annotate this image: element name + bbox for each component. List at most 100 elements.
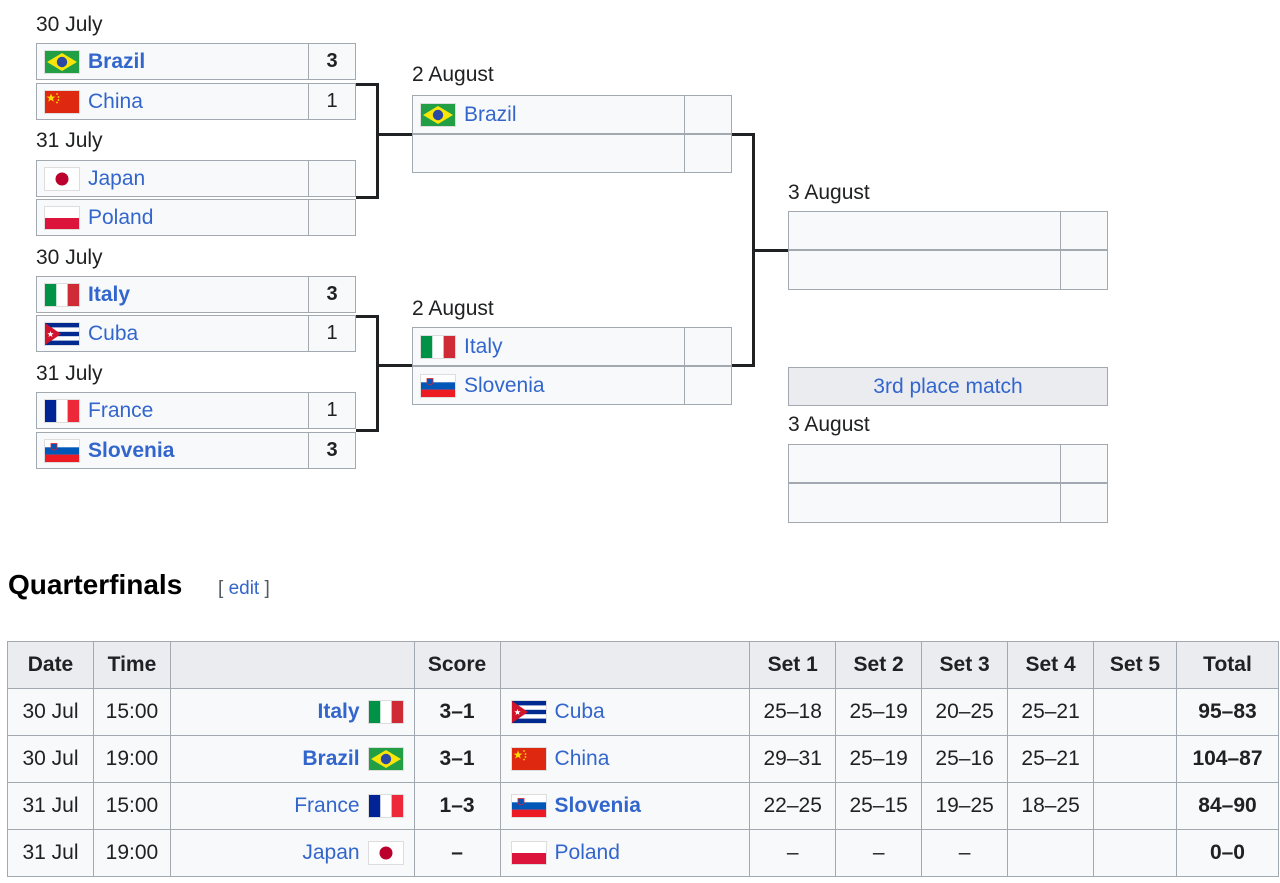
team-cell: Cuba (37, 316, 309, 351)
team-score (309, 161, 355, 196)
results-table: Date Time Score Set 1 Set 2 Set 3 Set 4 … (7, 641, 1280, 877)
team-link[interactable]: Brazil (88, 49, 146, 73)
japan-flag-icon (44, 166, 80, 191)
bracket-row: Cuba 1 (36, 315, 356, 352)
slovenia-flag-icon (44, 438, 80, 463)
team-score: 1 (326, 322, 338, 344)
away-team-link[interactable]: China (554, 747, 610, 770)
match-date-cell: 30 Jul (7, 735, 94, 783)
set-score-cell: 25–19 (835, 735, 923, 783)
bracket-row (788, 483, 1108, 523)
team-score: 3 (326, 50, 338, 72)
team-link[interactable]: Cuba (88, 321, 139, 345)
team-score (685, 328, 731, 365)
team-link[interactable]: Poland (88, 205, 154, 229)
column-header: Total (1175, 641, 1280, 689)
team-cell: Brazil (413, 96, 685, 133)
bracket-row (788, 211, 1108, 250)
team-cell: Italy (37, 277, 309, 312)
match-date-cell: 30 Jul (7, 688, 94, 736)
edit-link[interactable]: edit (228, 578, 260, 599)
cuba-flag-icon (44, 321, 80, 346)
set-score-cell (1007, 829, 1095, 877)
away-team-cell: Slovenia (499, 782, 751, 830)
set-score-cell: – (749, 829, 837, 877)
match-date-cell: 31 Jul (7, 782, 94, 830)
home-team-cell: France (169, 782, 415, 830)
set-score-cell (1093, 829, 1177, 877)
bracket-row (788, 250, 1108, 290)
total-cell: 84–90 (1175, 782, 1280, 830)
bracket-row: Japan (36, 160, 356, 197)
bracket-connector (356, 196, 378, 199)
home-team-link[interactable]: France (294, 794, 360, 817)
brazil-flag-icon (44, 49, 80, 74)
brazil-flag-icon (420, 102, 456, 127)
home-team-link[interactable]: Italy (317, 700, 360, 723)
set-score-cell: 25–16 (921, 735, 1009, 783)
china-flag-icon (510, 747, 547, 771)
team-score (685, 135, 731, 172)
team-cell (789, 445, 1061, 482)
score-cell: 3–1 (413, 688, 501, 736)
set-score-cell: 19–25 (921, 782, 1009, 830)
set-score-cell (1093, 782, 1177, 830)
edit-bracket-open: [ (218, 578, 224, 599)
match-time-cell: 19:00 (92, 735, 171, 783)
bracket-row: Slovenia 3 (36, 432, 356, 469)
set-score-cell: 25–19 (835, 688, 923, 736)
team-link[interactable]: Japan (88, 166, 146, 190)
set-score-cell: 25–15 (835, 782, 923, 830)
bracket-row: Poland (36, 199, 356, 236)
away-team-link[interactable]: Poland (554, 841, 620, 864)
set-score-cell (1093, 735, 1177, 783)
team-cell (789, 251, 1061, 289)
team-link[interactable]: Italy (464, 334, 503, 358)
team-link[interactable]: Slovenia (464, 373, 545, 397)
edit-bracket-close: ] (264, 578, 270, 599)
italy-flag-icon (420, 334, 456, 359)
team-cell: Italy (413, 328, 685, 365)
team-score: 3 (326, 439, 338, 461)
away-team-link[interactable]: Cuba (554, 700, 605, 723)
bracket-connector (376, 364, 412, 367)
poland-flag-icon (510, 841, 547, 865)
team-score (685, 367, 731, 404)
team-link[interactable]: France (88, 398, 154, 422)
team-score (309, 200, 355, 235)
edit-section: [ edit ] (218, 578, 270, 600)
home-team-link[interactable]: Japan (302, 841, 360, 864)
bracket-row: Brazil 3 (36, 43, 356, 80)
third-place-header[interactable]: 3rd place match (788, 367, 1108, 406)
team-cell: Japan (37, 161, 309, 196)
bracket-connector (376, 315, 379, 432)
team-link[interactable]: Slovenia (88, 438, 175, 462)
match-date: 31 July (36, 362, 103, 385)
set-score-cell: – (835, 829, 923, 877)
team-link[interactable]: Brazil (464, 102, 517, 126)
team-link[interactable]: China (88, 89, 143, 113)
column-header: Set 5 (1093, 641, 1177, 689)
column-header: Date (7, 641, 94, 689)
team-cell: Slovenia (413, 367, 685, 404)
home-team-cell: Brazil (169, 735, 415, 783)
slovenia-flag-icon (510, 794, 547, 818)
bracket-row: Italy (412, 327, 732, 366)
score-cell: 3–1 (413, 735, 501, 783)
column-header (499, 641, 751, 689)
team-link[interactable]: Italy (88, 282, 131, 306)
away-team-link[interactable]: Slovenia (554, 794, 641, 817)
brazil-flag-icon (367, 747, 404, 771)
bracket-connector (356, 83, 378, 86)
column-header: Set 3 (921, 641, 1009, 689)
set-score-cell: 25–21 (1007, 735, 1095, 783)
slovenia-flag-icon (420, 373, 456, 398)
bracket-connector (732, 364, 754, 367)
bracket-connector (356, 429, 378, 432)
set-score-cell: 29–31 (749, 735, 837, 783)
match-date: 2 August (412, 297, 494, 320)
home-team-link[interactable]: Brazil (302, 747, 360, 770)
